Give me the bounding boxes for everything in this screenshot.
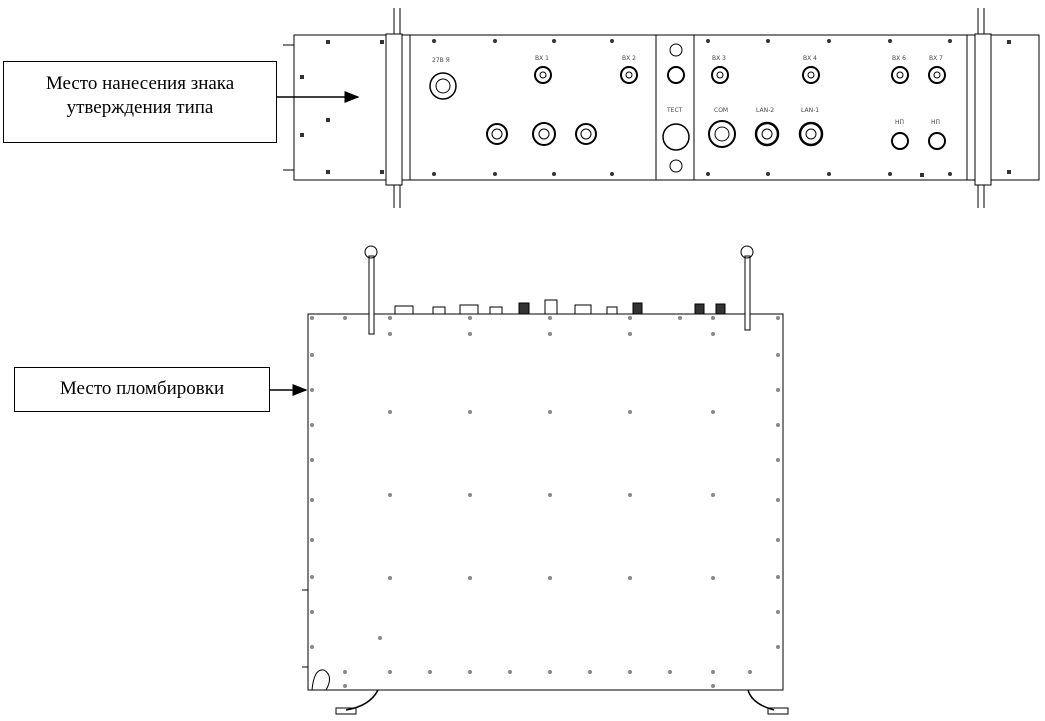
label-in6: ВХ 6 [892,55,906,62]
front-panel-screws [300,39,1011,177]
label-in3: ВХ 3 [712,55,726,62]
housing-screws [310,316,780,688]
callout-line-1: Место нанесения знака [45,73,235,94]
label-in2: ВХ 2 [622,55,636,62]
label-in4: ВХ 4 [803,55,817,62]
label-in1: ВХ 1 [535,55,549,62]
label-27v: 27В Я [432,57,450,64]
callout-seal-text: Место пломбировки [59,378,225,399]
callout-line-2: утверждения типа [66,97,214,118]
housing-top-view [302,245,789,715]
label-lan2: LAN-2 [756,107,774,114]
label-lan1: LAN-1 [801,107,819,114]
callout-type-approval-mark: Место нанесения знака утверждения типа [3,61,277,143]
front-panel [283,8,1040,208]
connector-labels: 27В Я ВХ 1 ВХ 2 ВХ 3 ВХ 4 ВХ 6 ВХ 7 ТЕСТ… [432,55,943,126]
label-test: ТЕСТ [666,107,683,114]
label-in7: ВХ 7 [929,55,943,62]
label-np1: НП [895,119,904,126]
label-com: COM [714,107,728,114]
front-panel-connectors [429,43,946,173]
callout-seal-place: Место пломбировки [14,367,270,412]
label-np2: НП [931,119,940,126]
